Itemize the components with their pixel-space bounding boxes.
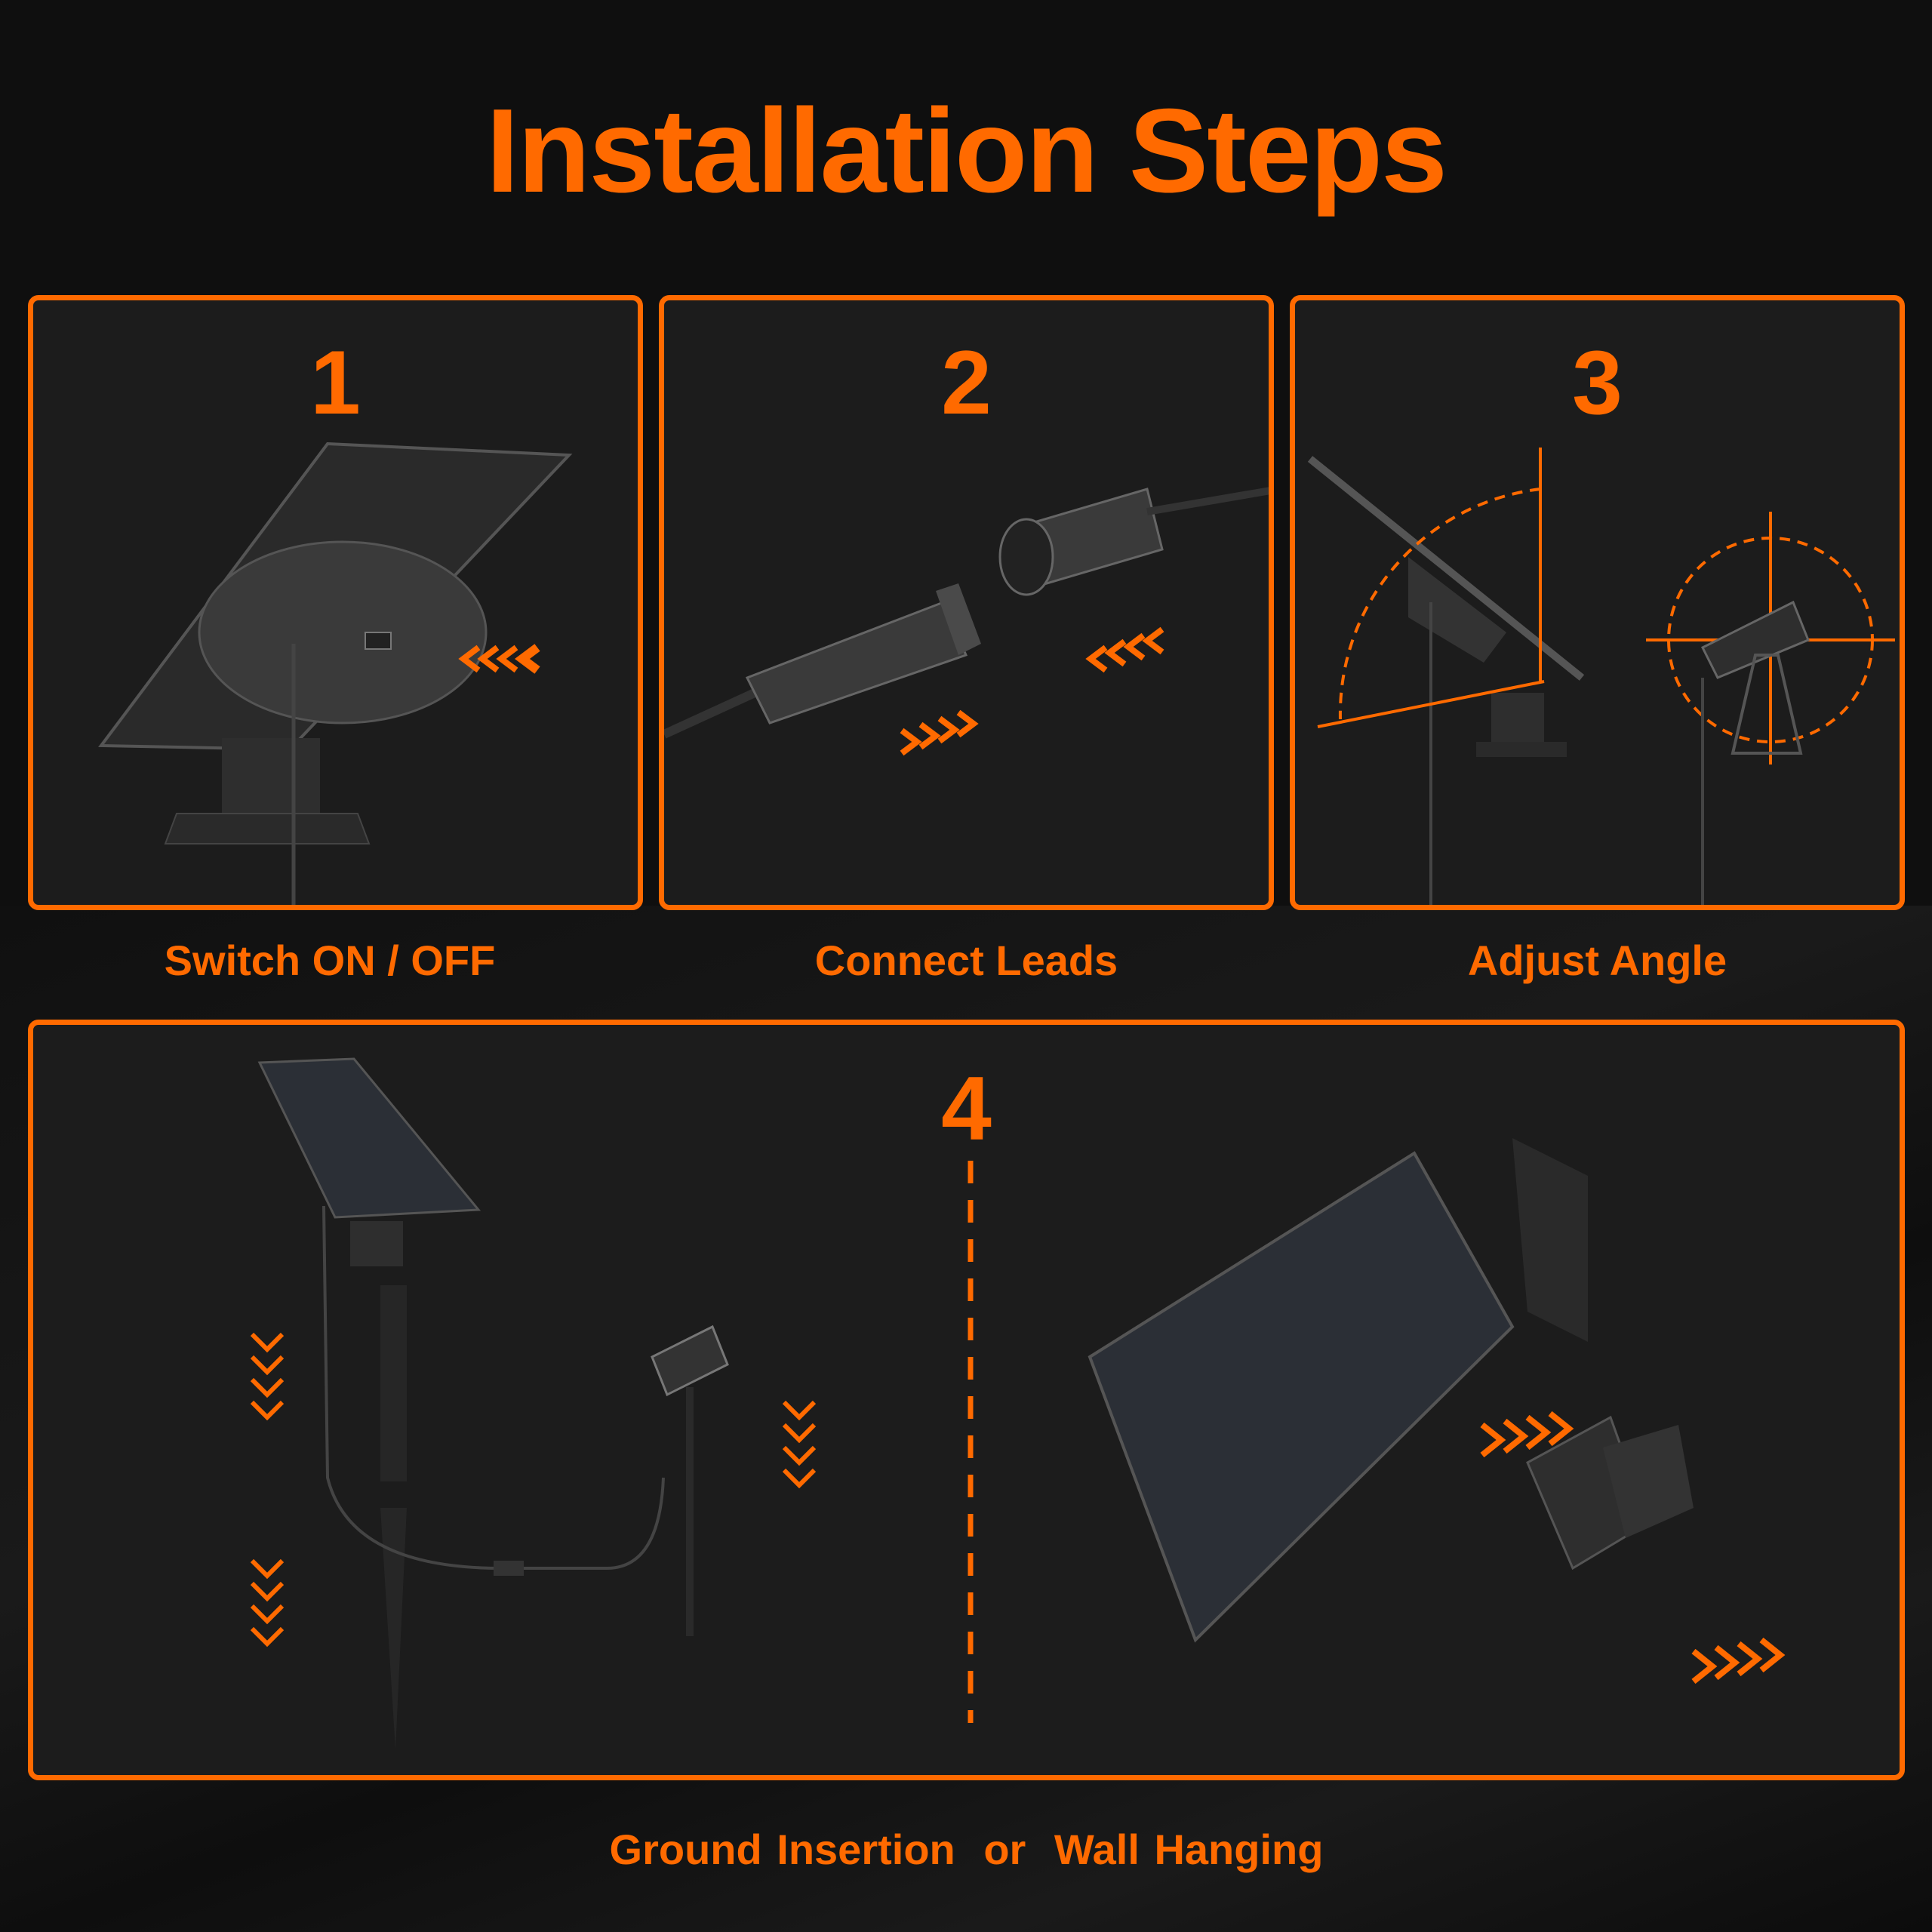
arrow-down-icon [250,1332,817,1647]
step-2-panel: 2 [659,295,1274,910]
step-4-caption: Ground Insertion or Wall Hanging [28,1825,1905,1874]
wall-hanging-label: Wall Hanging [1054,1826,1324,1873]
arrow-left-icon [458,644,540,674]
mounting-illustration [250,1057,1786,1749]
switch-icon [365,632,392,650]
solar-panel-icon [1088,1151,1515,1643]
step-number: 1 [310,332,361,433]
arrow-right-icon [900,709,979,756]
step-2-caption: Connect Leads [814,937,1118,984]
step-3-caption: Adjust Angle [1467,937,1727,984]
connector-illustration [664,487,1269,756]
or-label: or [983,1826,1026,1873]
arrow-right-icon [1480,1411,1786,1684]
step-number: 3 [1572,332,1623,433]
step-3-panel: 3 [1290,295,1905,910]
step-1-caption: Switch ON / OFF [164,937,496,984]
ground-insertion-label: Ground Insertion [609,1826,955,1873]
arrow-left-icon [1085,626,1164,673]
step-1-panel: 1 [28,295,643,910]
step-4-panel: 4 [28,1020,1905,1780]
solar-panel-icon [257,1057,481,1219]
step-number: 2 [941,332,992,433]
step-number: 4 [941,1058,992,1159]
angle-adjust-illustration [1307,448,1895,905]
solar-panel-switch-illustration [98,441,573,905]
page-title: Installation Steps [485,85,1447,217]
